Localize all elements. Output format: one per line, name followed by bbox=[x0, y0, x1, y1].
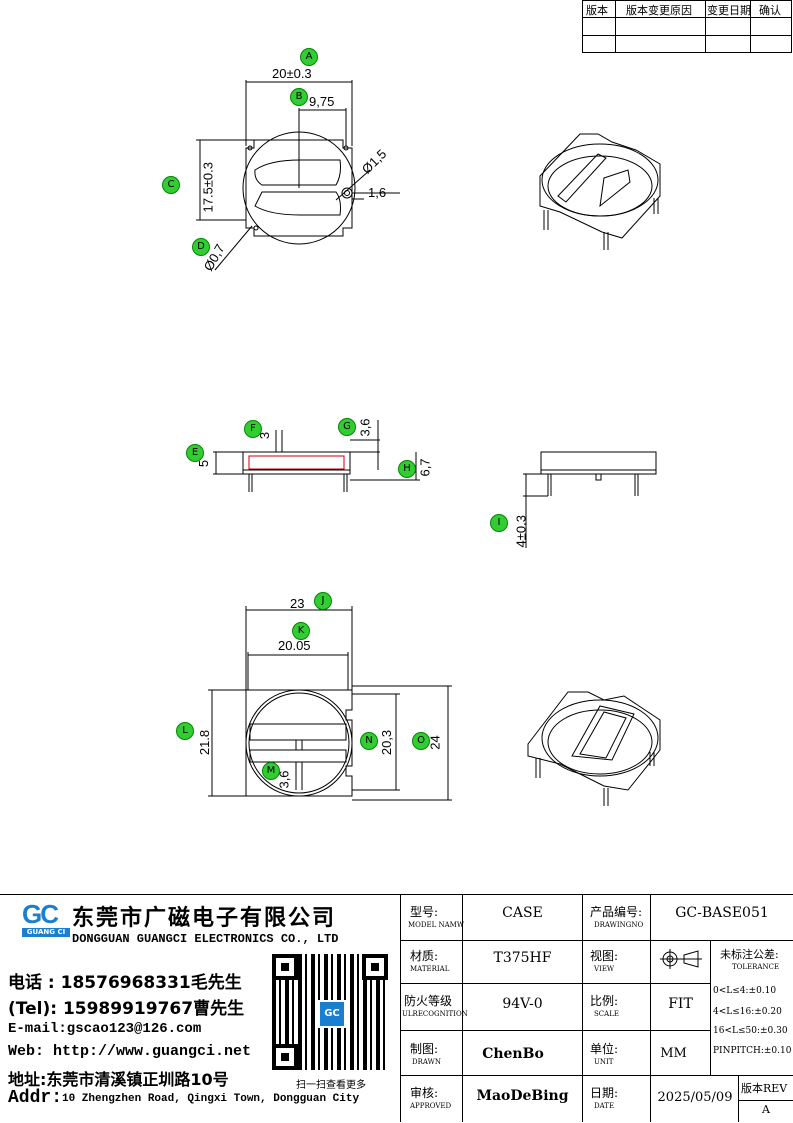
dim-inner-height: 20,3 bbox=[379, 729, 395, 756]
marker-m: M bbox=[262, 762, 280, 780]
drawn-label: 制图: bbox=[410, 1042, 439, 1056]
marker-a: A bbox=[300, 48, 318, 66]
product-value: GC-BASE051 bbox=[675, 905, 769, 921]
website-link[interactable]: Web: http://www.guangci.net bbox=[8, 1043, 252, 1060]
tolerance-1: 0<L≤4:±0.10 bbox=[713, 986, 777, 996]
material-value: T375HF bbox=[493, 950, 552, 966]
rev-label: 版本REV bbox=[741, 1082, 788, 1095]
tel-cn: 电话 : 18576968331毛先生 bbox=[8, 973, 242, 993]
fire-value: 94V-0 bbox=[502, 996, 543, 1012]
approved-label: 审核: bbox=[410, 1086, 439, 1100]
dim-bottom-width: 23 bbox=[290, 596, 305, 611]
marker-f: F bbox=[244, 420, 262, 438]
dim-top-width: 20±0.3 bbox=[272, 66, 312, 81]
model-label: 型号: bbox=[410, 905, 439, 919]
top-view bbox=[196, 80, 400, 271]
tel-en: (Tel): 15989919767曹先生 bbox=[8, 999, 245, 1019]
tolerance-2: 4<L≤16:±0.20 bbox=[713, 1007, 782, 1017]
marker-d: D bbox=[192, 238, 210, 256]
address-en-label: Addr: bbox=[8, 1088, 63, 1108]
address-en: 10 Zhengzhen Road, Qingxi Town, Dongguan… bbox=[62, 1093, 360, 1105]
rev-header-confirm: 确认 bbox=[759, 4, 781, 17]
drawn-value: ChenBo bbox=[482, 1046, 544, 1062]
isometric-view-1 bbox=[539, 133, 661, 250]
scale-sub: SCALE bbox=[594, 1010, 619, 1018]
fire-label: 防火等级 bbox=[404, 994, 453, 1008]
dim-side-g: 3,6 bbox=[357, 418, 373, 437]
material-sub: MATERIAL bbox=[410, 965, 450, 973]
side-view-right bbox=[523, 451, 657, 548]
unit-sub: UNIT bbox=[594, 1058, 614, 1066]
unit-value: MM bbox=[660, 1046, 687, 1061]
model-value: CASE bbox=[502, 905, 543, 921]
dim-body-height: 21.8 bbox=[197, 729, 213, 756]
fire-sub: ULRECOGNITION bbox=[402, 1010, 468, 1018]
unit-label: 单位: bbox=[590, 1042, 619, 1056]
drawn-sub: DRAWN bbox=[412, 1058, 441, 1066]
marker-c: C bbox=[162, 176, 180, 194]
dim-pin-gap: 1,6 bbox=[368, 185, 387, 200]
tolerance-3: 16<L≤50:±0.30 bbox=[713, 1026, 788, 1036]
rev-header-reason: 版本变更原因 bbox=[626, 4, 692, 17]
projection-symbol-icon bbox=[660, 949, 702, 969]
marker-i: I bbox=[490, 514, 508, 532]
rev-value: A bbox=[762, 1103, 770, 1116]
qr-logo-icon: GC bbox=[318, 1000, 346, 1028]
approved-sub: APPROVED bbox=[410, 1102, 452, 1110]
tolerance-label: 未标注公差: bbox=[720, 948, 779, 961]
product-sub: DRAWINGNO bbox=[594, 921, 644, 929]
view-sub: VIEW bbox=[594, 965, 615, 973]
material-label: 材质: bbox=[410, 949, 439, 963]
side-view-front bbox=[213, 420, 420, 492]
dim-pin-len: 4±0.3 bbox=[513, 515, 529, 548]
scale-value: FIT bbox=[668, 996, 693, 1012]
scale-label: 比例: bbox=[590, 994, 619, 1008]
date-value: 2025/05/09 bbox=[657, 1090, 733, 1105]
dim-total-height: 24 bbox=[427, 735, 443, 750]
view-label: 视图: bbox=[590, 949, 619, 963]
tolerance-sub: TOLERANCE bbox=[732, 963, 780, 971]
logo-sub: GUANG CI bbox=[22, 928, 70, 937]
rev-header-version: 版本 bbox=[586, 4, 608, 17]
date-sub: DATE bbox=[594, 1102, 615, 1110]
rev-header-date: 变更日期 bbox=[707, 4, 751, 17]
approved-value: MaoDeBing bbox=[476, 1088, 569, 1104]
company-logo: GC GUANG CI bbox=[22, 899, 70, 937]
marker-g: G bbox=[338, 418, 356, 436]
marker-o: O bbox=[412, 732, 430, 750]
bottom-view bbox=[208, 606, 452, 801]
marker-b: B bbox=[290, 88, 308, 106]
marker-e: E bbox=[186, 444, 204, 462]
date-label: 日期: bbox=[590, 1086, 619, 1100]
tolerance-4: PINPITCH:±0.10 bbox=[713, 1046, 792, 1056]
qr-caption: 扫一扫查看更多 bbox=[296, 1080, 366, 1091]
email: E-mail:gscao123@126.com bbox=[8, 1021, 202, 1037]
company-name-en: DONGGUAN GUANGCI ELECTRONICS CO., LTD bbox=[72, 932, 339, 946]
dim-inner-width: 20.05 bbox=[278, 638, 311, 653]
marker-l: L bbox=[176, 722, 194, 740]
dim-top-half: 9,75 bbox=[309, 94, 335, 109]
dim-side-h: 6,7 bbox=[417, 458, 433, 477]
model-sub: MODEL NAMW bbox=[408, 921, 465, 929]
address-cn: 地址:东莞市清溪镇正圳路10号 bbox=[8, 1070, 229, 1089]
marker-k: K bbox=[292, 622, 310, 640]
isometric-view-2 bbox=[527, 691, 661, 806]
marker-j: J bbox=[314, 592, 332, 610]
company-name-cn: 东莞市广磁电子有限公司 bbox=[72, 906, 337, 931]
qr-code[interactable]: GC bbox=[272, 954, 388, 1070]
marker-n: N bbox=[360, 732, 378, 750]
dim-top-height: 17.5±0.3 bbox=[200, 161, 216, 213]
product-label: 产品编号: bbox=[590, 905, 643, 919]
marker-h: H bbox=[398, 460, 416, 478]
logo-letters: GC bbox=[22, 899, 59, 929]
